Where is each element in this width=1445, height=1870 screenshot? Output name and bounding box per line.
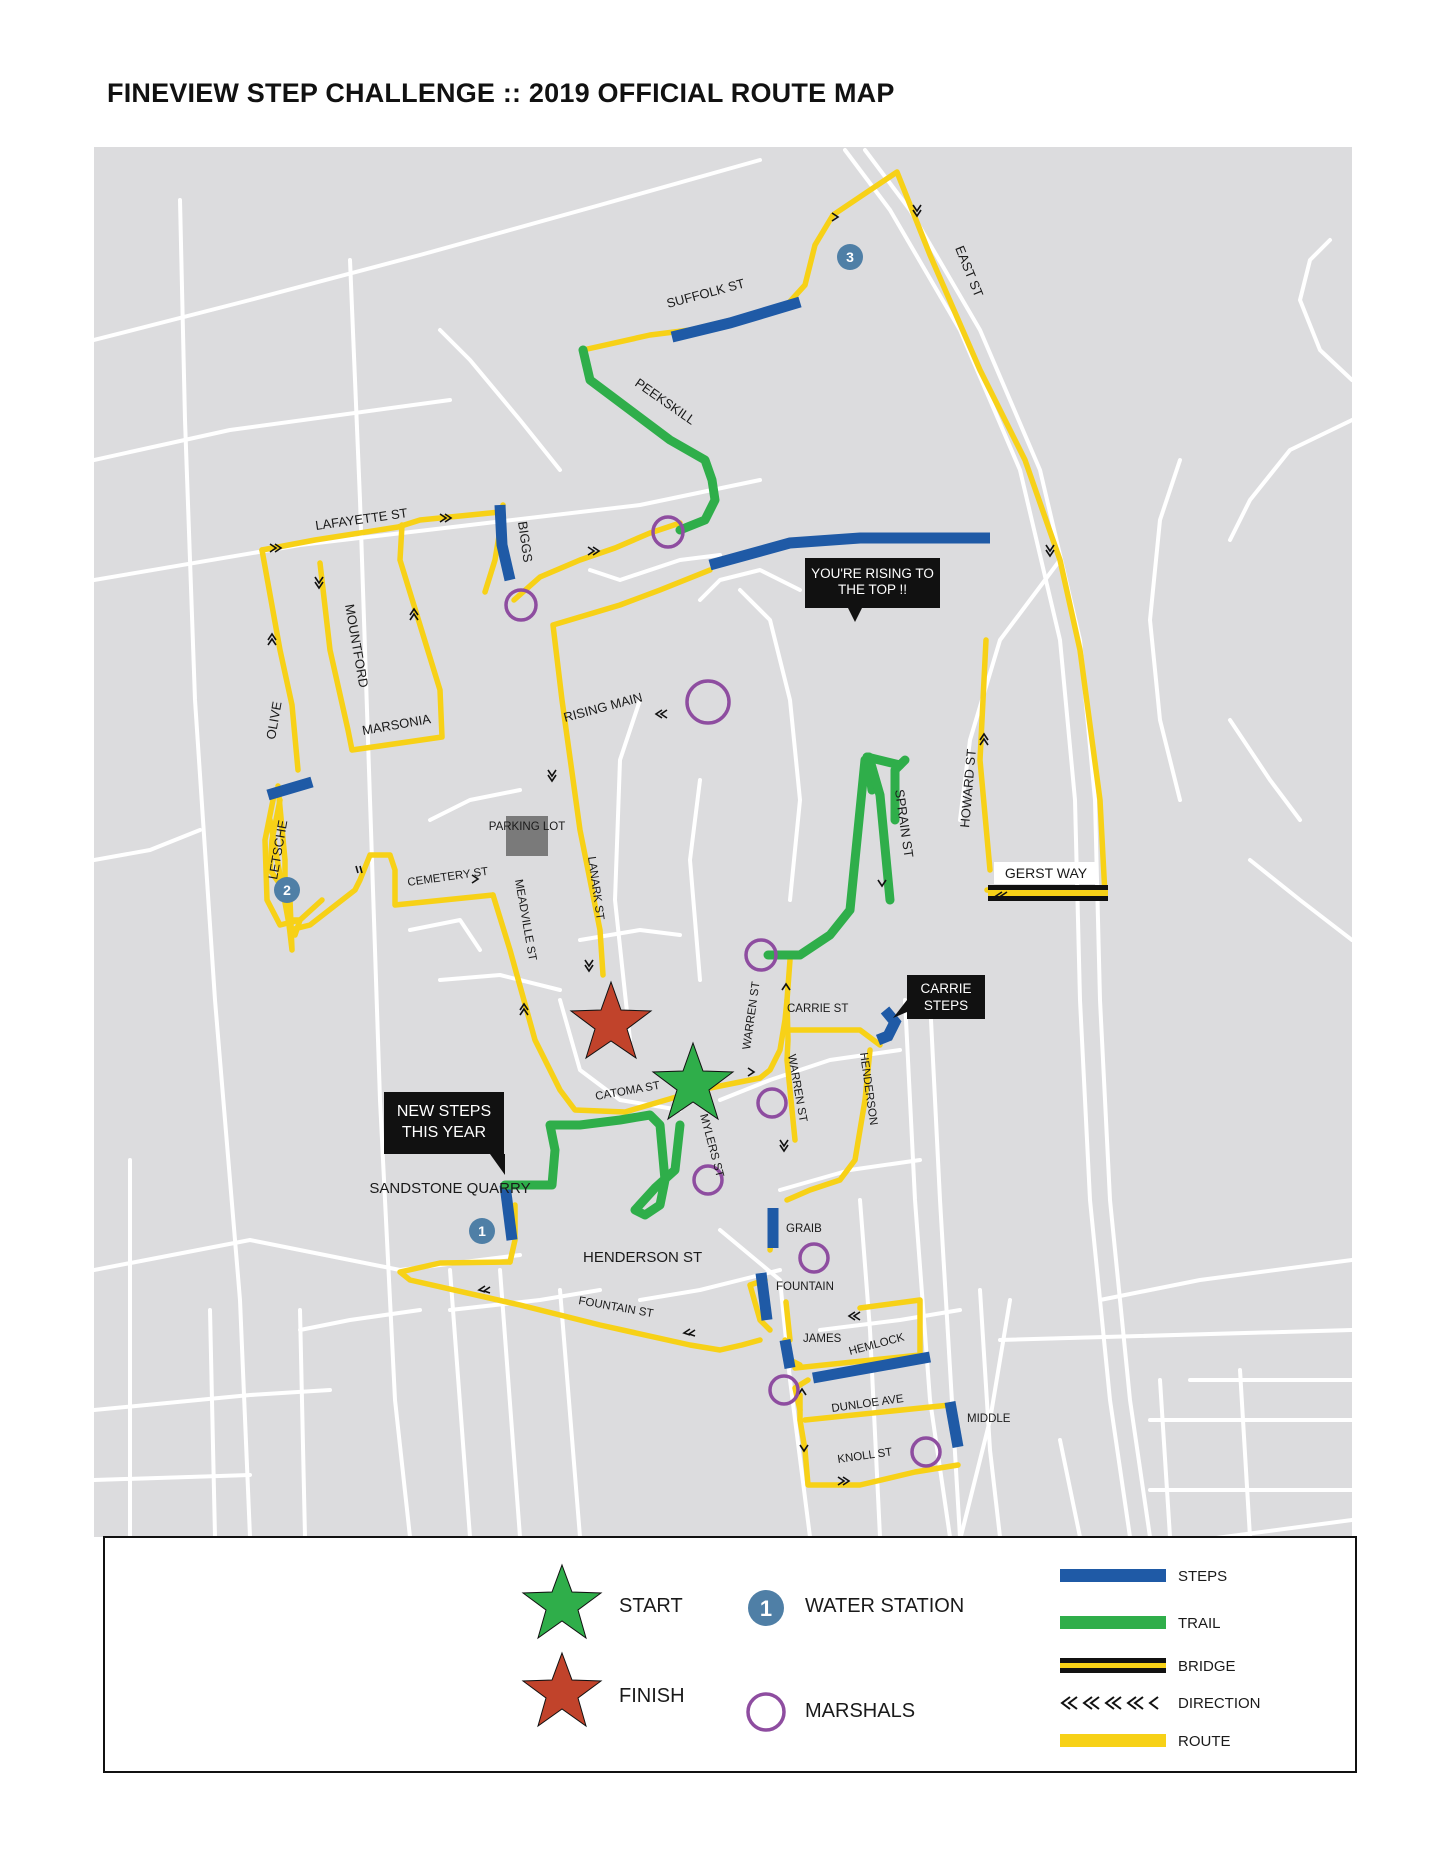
callout-rising-text: YOU'RE RISING TO THE TOP !! — [811, 566, 934, 597]
legend-route-swatch — [1060, 1734, 1166, 1747]
label-biggs: BIGGS — [515, 520, 536, 563]
label-middle: MIDDLE — [967, 1413, 1011, 1425]
legend-bridge-label: BRIDGE — [1178, 1658, 1236, 1675]
legend-direction-icon — [1060, 1696, 1159, 1710]
svg-text:1: 1 — [478, 1223, 486, 1239]
svg-text:3: 3 — [846, 249, 854, 265]
label-james: JAMES — [803, 1333, 842, 1345]
marshal-circle — [685, 679, 731, 725]
legend-finish-label: FINISH — [619, 1685, 685, 1707]
legend-route-label: ROUTE — [1178, 1733, 1231, 1750]
legend-marshals-label: MARSHALS — [805, 1700, 915, 1722]
legend-marshal-icon — [746, 1692, 786, 1732]
water-station-2: 2 — [274, 877, 300, 903]
callout-rising: YOU'RE RISING TO THE TOP !! — [805, 558, 940, 622]
label-sandstone: SANDSTONE QUARRY — [369, 1180, 530, 1197]
callout-carrie-text: CARRIE STEPS — [920, 981, 972, 1013]
marshal-circle — [651, 515, 685, 549]
legend-start-label: START — [619, 1595, 683, 1617]
marshal-circle — [692, 1164, 724, 1196]
street-network — [94, 148, 1352, 1537]
bridge-gerst-way — [988, 885, 1108, 901]
svg-text:2: 2 — [283, 882, 291, 898]
legend-water-station-icon — [748, 1590, 784, 1626]
map-background — [94, 147, 1352, 1537]
label-howard: HOWARD ST — [957, 748, 979, 828]
callout-new-steps-text: NEW STEPS THIS YEAR — [396, 1103, 492, 1141]
marshal-markers — [504, 515, 942, 1468]
legend-bridge-swatch — [1060, 1658, 1166, 1673]
label-henderson-st: HENDERSON ST — [583, 1249, 702, 1266]
start-star-icon — [651, 1041, 735, 1121]
label-olive: OLIVE — [263, 700, 284, 741]
legend-water-station-num: 1 — [760, 1596, 772, 1621]
legend-water-station-label: WATER STATION — [805, 1595, 964, 1617]
direction-markers — [267, 204, 1055, 1486]
marshal-circle — [504, 588, 538, 622]
legend-trail-swatch — [1060, 1616, 1166, 1629]
finish-star-icon — [569, 980, 653, 1060]
label-fountain: FOUNTAIN — [776, 1281, 834, 1293]
legend-trail-label: TRAIL — [1178, 1615, 1221, 1632]
legend-finish-star-icon — [521, 1651, 603, 1728]
gerst-way-label-box — [994, 862, 1098, 884]
callout-new-steps: NEW STEPS THIS YEAR — [384, 1092, 505, 1175]
steps-segments — [266, 296, 990, 1448]
legend-steps-label: STEPS — [1178, 1568, 1227, 1585]
marshal-circle — [910, 1436, 942, 1468]
water-station-3: 3 — [837, 244, 863, 270]
trail-segments — [500, 345, 910, 1220]
parking-lot-label: PARKING LOT — [489, 821, 565, 833]
label-graib: GRAIB — [786, 1223, 822, 1235]
page-title: FINEVIEW STEP CHALLENGE :: 2019 OFFICIAL… — [107, 78, 895, 108]
water-station-1: 1 — [469, 1218, 495, 1244]
marshal-circle — [798, 1242, 830, 1274]
marshal-circle — [744, 938, 778, 972]
marshal-circle — [768, 1374, 800, 1406]
marshal-circle — [756, 1087, 788, 1119]
legend-steps-swatch — [1060, 1569, 1166, 1582]
callout-carrie-steps: CARRIE STEPS — [893, 975, 985, 1019]
parking-lot — [506, 816, 548, 856]
label-carrie: CARRIE ST — [787, 1003, 848, 1015]
legend-box — [103, 1536, 1357, 1773]
label-gerst: GERST WAY — [1005, 865, 1088, 881]
legend-direction-label: DIRECTION — [1178, 1695, 1261, 1712]
legend-start-star-icon — [521, 1563, 603, 1640]
